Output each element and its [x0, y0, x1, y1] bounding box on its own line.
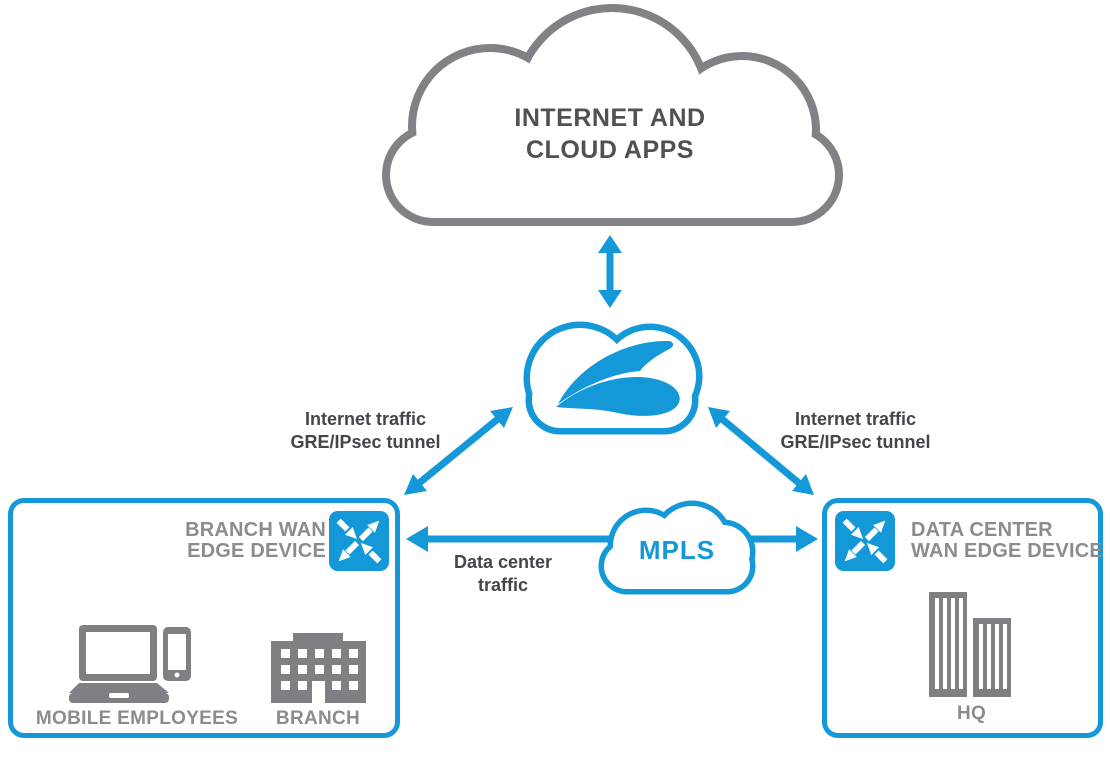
- branch-box-title: BRANCH WAN EDGE DEVICE: [113, 520, 326, 562]
- internet-cloud-label-line1: INTERNET AND: [514, 104, 706, 132]
- datacenter-box-title-line1: DATA CENTER: [911, 519, 1053, 541]
- branch-label: BRANCH: [275, 708, 361, 729]
- smartphone-icon: [163, 627, 191, 681]
- mpls-label: MPLS: [638, 535, 716, 565]
- branch-building-icon: [271, 633, 366, 703]
- branch-tunnel-label-line2: GRE/IPsec tunnel: [290, 432, 441, 452]
- branch-router-icon: [329, 511, 389, 571]
- branch-box: BRANCH WAN EDGE DEVICE: [8, 498, 400, 738]
- hq-buildings-icon: [929, 592, 1011, 697]
- mpls-right-arrow-icon: [745, 526, 818, 552]
- datacenter-tunnel-arrow-icon: [708, 407, 814, 495]
- datacenter-tunnel-label-line2: GRE/IPsec tunnel: [780, 432, 931, 452]
- datacenter-box: DATA CENTER WAN EDGE DEVICE HQ: [822, 498, 1103, 738]
- laptop-icon: [69, 625, 169, 703]
- datacenter-router-icon: [835, 511, 895, 571]
- datacenter-box-title-line2: WAN EDGE DEVICE: [911, 540, 1103, 562]
- datacenter-box-title: DATA CENTER WAN EDGE DEVICE: [911, 520, 1110, 562]
- zscaler-cloud-logo-icon: [523, 321, 703, 435]
- internet-cloud-label-line2: CLOUD APPS: [526, 136, 694, 164]
- branch-tunnel-arrow-icon: [404, 407, 513, 495]
- hq-label: HQ: [956, 703, 987, 724]
- dc-traffic-label-line1: Data center: [453, 552, 553, 572]
- datacenter-tunnel-label-line1: Internet traffic: [794, 409, 917, 429]
- mobile-employees-icon: [69, 625, 191, 703]
- dc-traffic-label-line2: traffic: [477, 575, 528, 595]
- internet-cloud-label: INTERNET AND CLOUD APPS: [455, 102, 765, 166]
- mpls-left-arrow-icon: [406, 526, 610, 552]
- branch-tunnel-label-line1: Internet traffic: [304, 409, 427, 429]
- datacenter-tunnel-label: Internet traffic GRE/IPsec tunnel: [748, 408, 963, 454]
- branch-box-title-line1: BRANCH WAN: [185, 519, 326, 541]
- branch-box-title-line2: EDGE DEVICE: [187, 540, 326, 562]
- internet-link-arrow-icon: [598, 235, 622, 308]
- internet-cloud-icon: [382, 4, 843, 226]
- dc-traffic-label: Data center traffic: [418, 551, 588, 597]
- mpls-cloud-icon: [598, 500, 756, 595]
- mobile-employees-label: MOBILE EMPLOYEES: [35, 708, 239, 729]
- branch-tunnel-label: Internet traffic GRE/IPsec tunnel: [258, 408, 473, 454]
